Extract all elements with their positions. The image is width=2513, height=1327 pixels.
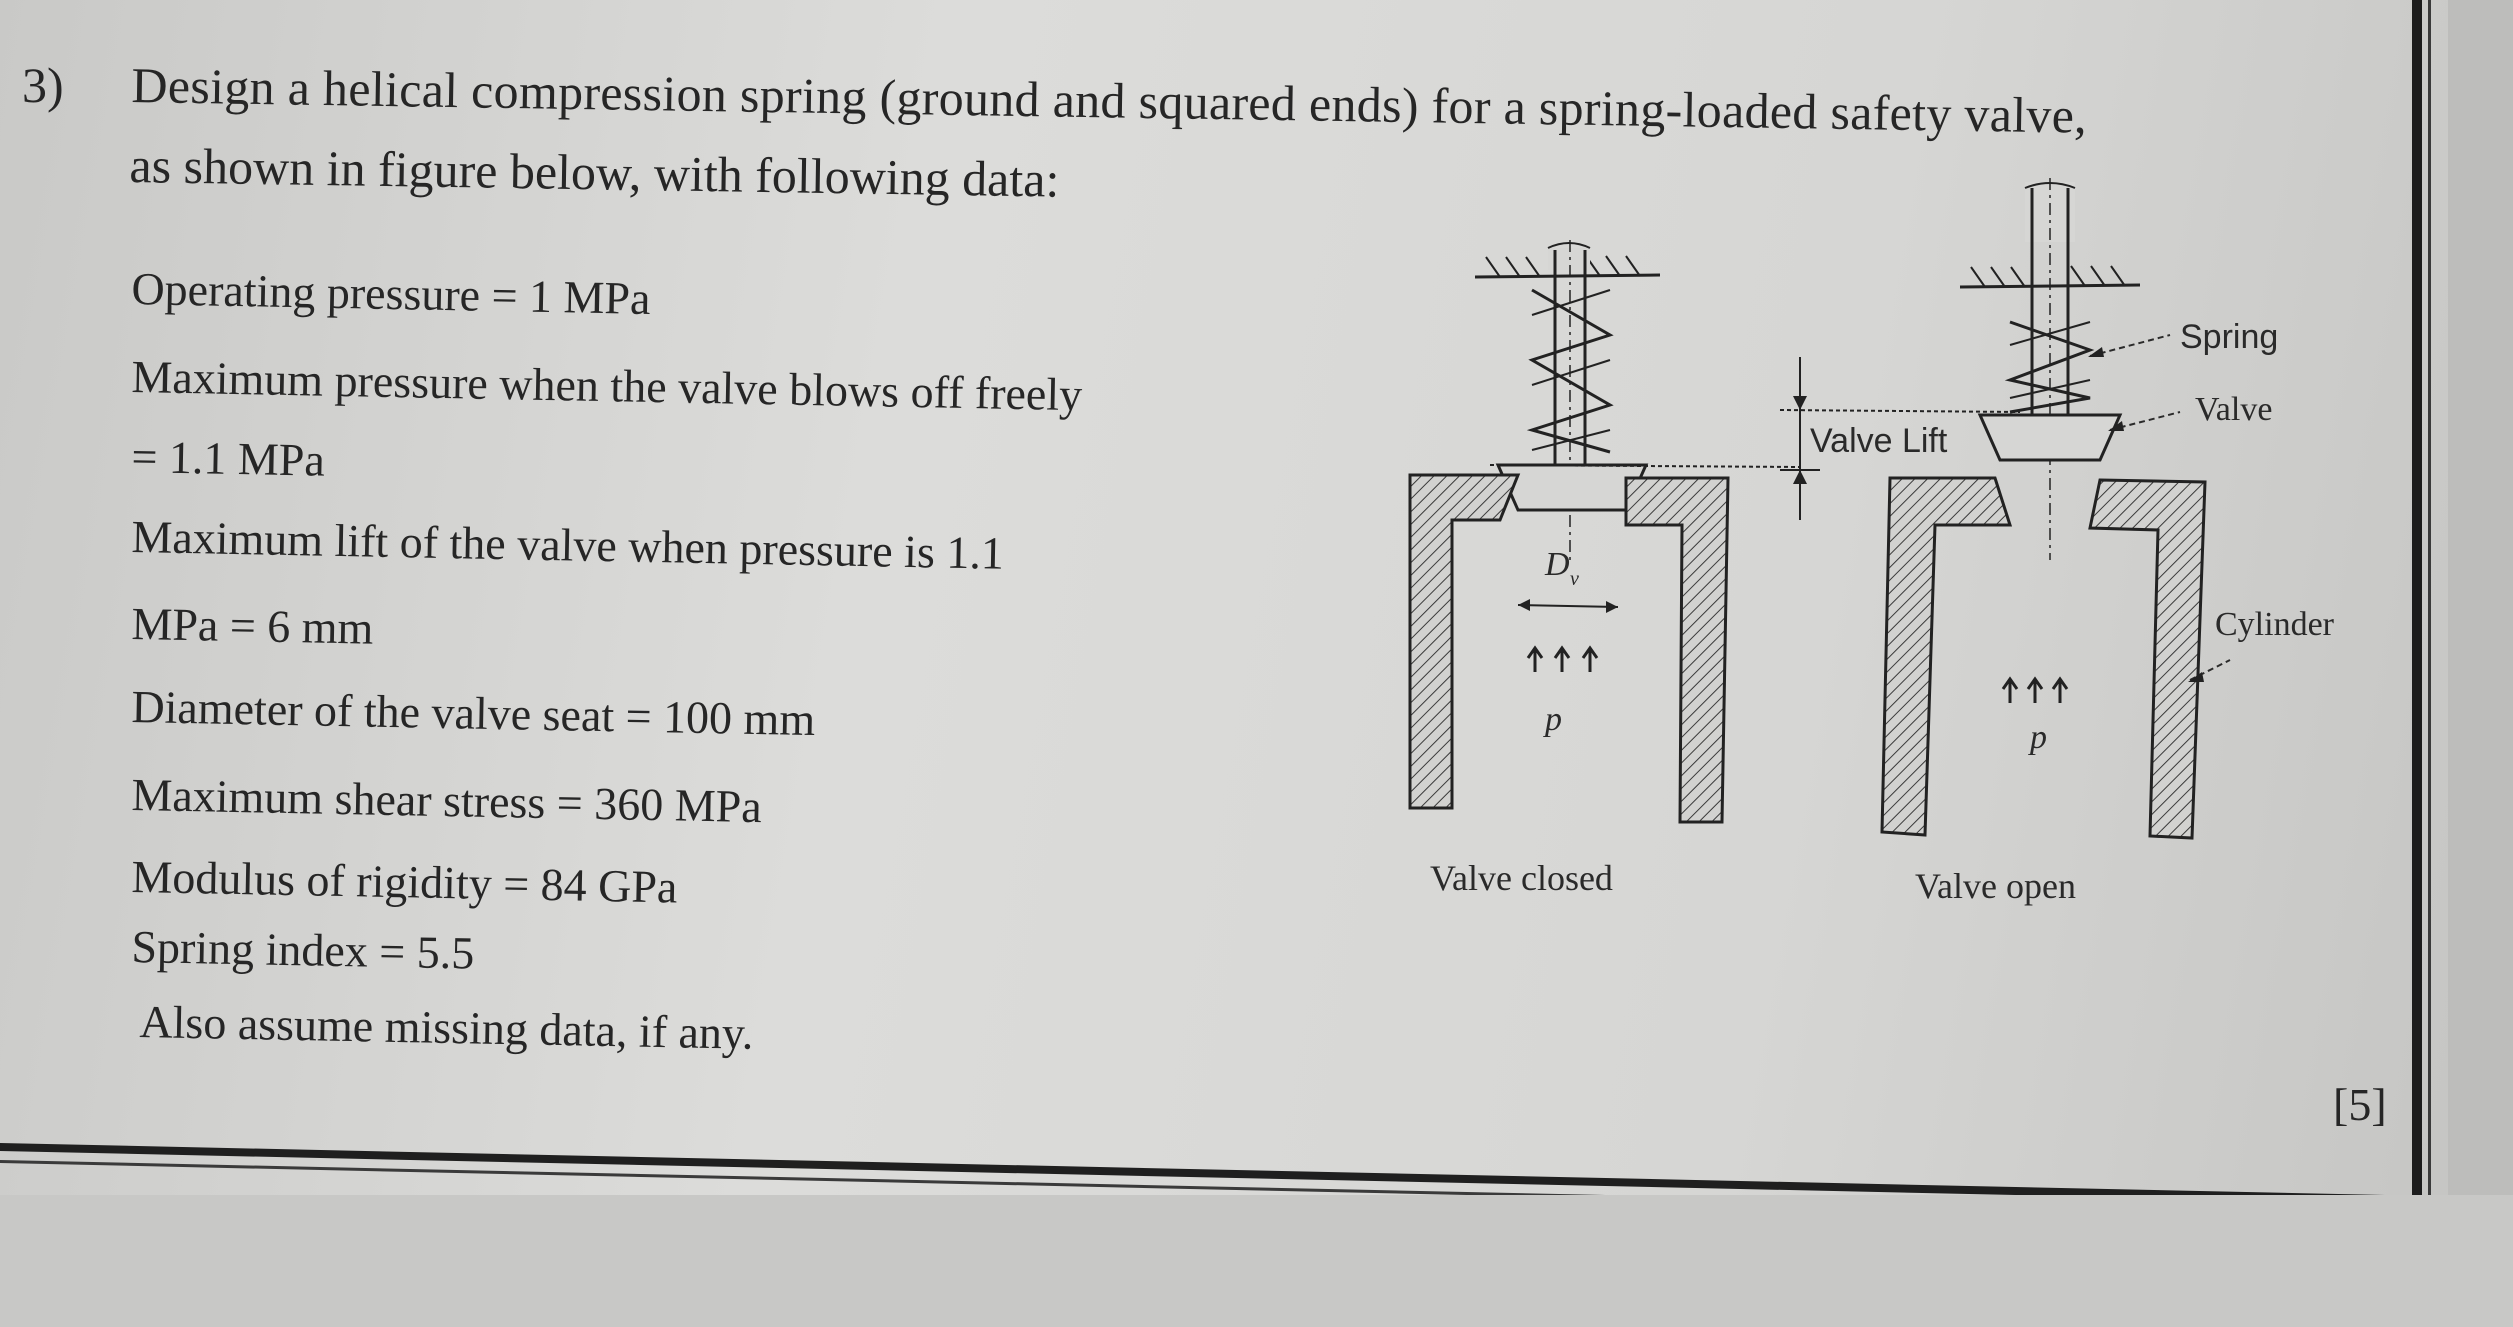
paper-edge <box>2448 0 2513 1327</box>
frame-border-right <box>2412 0 2422 1250</box>
caption-valve-open: Valve open <box>1915 866 2076 906</box>
cylinder-label: Cylinder <box>2215 606 2335 643</box>
valve-label: Valve <box>2195 391 2272 428</box>
spring-label: Spring <box>2180 318 2278 356</box>
caption-valve-closed: Valve closed <box>1430 858 1613 898</box>
valve-seat-diameter-label: D <box>1544 546 1570 583</box>
pressure-label-open: p <box>2028 719 2047 756</box>
valve-seat-diameter-subscript: v <box>1570 568 1579 590</box>
frame-border-right-inner <box>2428 0 2431 1250</box>
marks: [5] <box>2333 1079 2387 1130</box>
valve-open-drawing <box>1880 178 2231 840</box>
page-margin-bottom <box>0 1195 2513 1327</box>
valve-lift-dimension <box>1779 357 2021 520</box>
question-number: 3) <box>22 57 64 113</box>
valve-lift-label: Valve Lift <box>1810 422 1948 460</box>
pressure-label-closed: p <box>1543 701 1562 738</box>
valve-closed-drawing <box>1408 240 1801 824</box>
